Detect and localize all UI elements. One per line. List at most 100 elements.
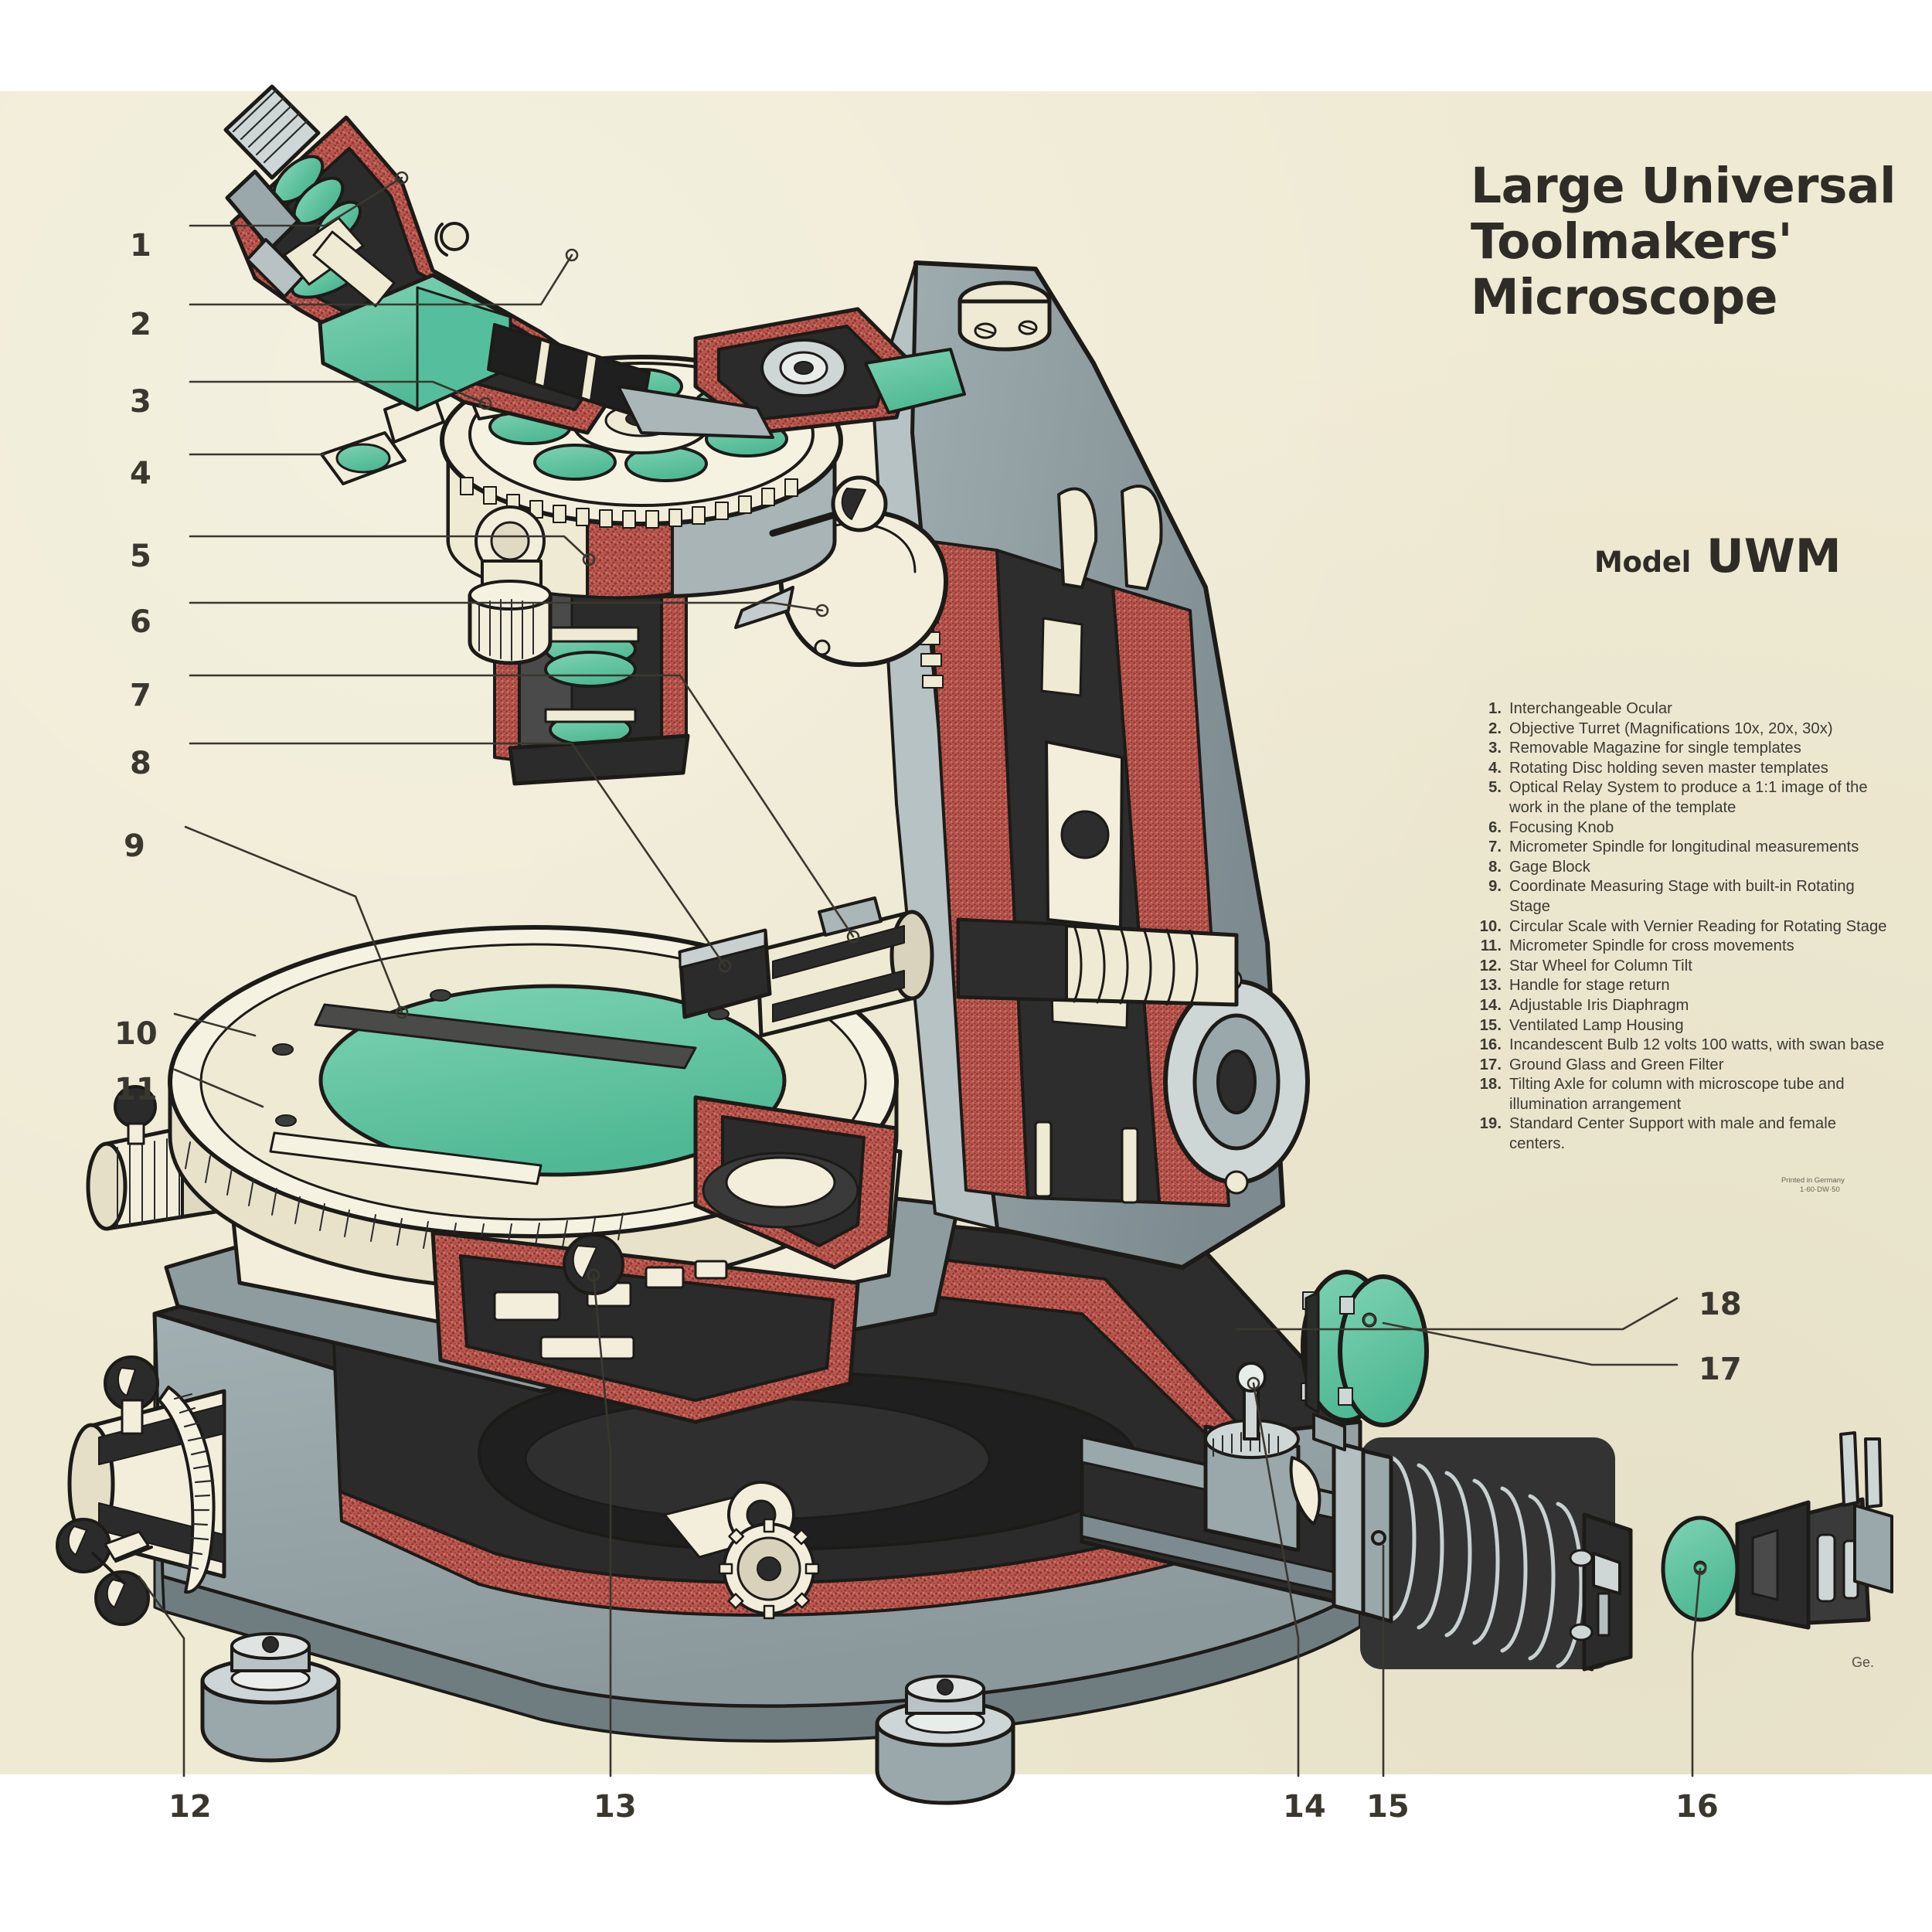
legend-item-text: Interchangeable Ocular (1509, 700, 1672, 717)
callout-number-17: 17 (1699, 1352, 1742, 1387)
legend-item-number: 13. (1479, 977, 1502, 995)
title-line-2: Toolmakers' (1471, 213, 1793, 270)
legend-item: 6.Focusing Knob (1478, 818, 1896, 838)
callout-number-16: 16 (1675, 1789, 1719, 1825)
legend-item: 11. Micrometer Spindle for cross movement… (1478, 937, 1896, 957)
legend-item-text: Micrometer Spindle for longitudinal meas… (1509, 838, 1859, 856)
callout-number-8: 8 (130, 746, 151, 781)
legend-item-number: 11. (1480, 937, 1502, 955)
callout-number-10: 10 (114, 1016, 158, 1052)
callout-number-13: 13 (594, 1789, 637, 1825)
callout-number-7: 7 (130, 678, 151, 713)
spring-assembly (956, 917, 1239, 1007)
legend-item: 17. Ground Glass and Green Filter (1478, 1056, 1896, 1076)
callout-number-3: 3 (130, 384, 151, 420)
legend-item: 16. Incandescent Bulb 12 volts 100 watts,… (1478, 1036, 1896, 1056)
longitudinal-micrometer (678, 896, 934, 1038)
legend-item: 13. Handle for stage return (1478, 976, 1896, 996)
leveling-foot-center (875, 1675, 1015, 1805)
legend-item: 8. Gage Block (1478, 858, 1896, 878)
vertical-column (872, 260, 1310, 1270)
ventilated-lamp-housing (1332, 1437, 1633, 1672)
legend-item-text: Rotating Disc holding seven master templ… (1509, 759, 1828, 777)
legend-item: 3.Removable Magazine for single template… (1478, 739, 1896, 759)
legend-item: 1. Interchangeable Ocular (1478, 699, 1896, 719)
legend-item-text: Optical Relay System to produce a 1:1 im… (1509, 779, 1868, 816)
callout-number-4: 4 (130, 456, 151, 492)
legend-item-number: 8. (1488, 858, 1502, 876)
legend-item: 18. Tilting Axle for column with microsco… (1478, 1075, 1896, 1114)
legend-item-text: Objective Turret (Magnifications 10x, 20… (1509, 719, 1833, 737)
legend-item-number: 7. (1488, 838, 1502, 856)
legend-item-text: Standard Center Support with male and fe… (1509, 1115, 1837, 1153)
single-template (320, 431, 406, 485)
legend-item-number: 1. (1488, 700, 1502, 717)
model-designation: Model UWM (1594, 529, 1842, 583)
imprint-code: 1·60·DW·50 (1800, 1185, 1840, 1194)
leveling-foot-left (200, 1632, 341, 1763)
legend-item-text: Coordinate Measuring Stage with built-in… (1509, 878, 1855, 915)
optical-head (223, 84, 774, 439)
printer-imprint: Printed in Germany 1·60·DW·50 (1781, 1176, 1897, 1195)
objective-turret (693, 307, 966, 435)
green-filter-discs (1301, 1270, 1429, 1451)
callout-number-14: 14 (1283, 1789, 1326, 1825)
legend-item-text: Gage Block (1509, 858, 1590, 876)
callout-leaders (138, 176, 1702, 1777)
legend-item-text: Adjustable Iris Diaphragm (1509, 996, 1689, 1014)
model-label: Model (1594, 546, 1692, 579)
legend-item: 12. Star Wheel for Column Tilt (1478, 957, 1896, 977)
legend-item-text: Incandescent Bulb 12 volts 100 watts, wi… (1509, 1036, 1885, 1054)
callout-number-18: 18 (1699, 1287, 1742, 1322)
legend-item: 10. Circular Scale with Vernier Reading f… (1478, 917, 1896, 937)
legend-items: 1. Interchangeable Ocular 2. Objective Turr… (1478, 699, 1896, 1155)
legend-item-number: 3. (1488, 740, 1502, 757)
legend-item-number: 5. (1488, 779, 1502, 797)
legend-item-number: 17. (1479, 1056, 1502, 1073)
callout-number-15: 15 (1366, 1789, 1410, 1825)
legend-item-text: Ventilated Lamp Housing (1509, 1016, 1684, 1034)
legend-item-text: Star Wheel for Column Tilt (1509, 957, 1692, 975)
callout-number-6: 6 (130, 604, 151, 640)
legend-item-number: 16. (1479, 1036, 1502, 1054)
legend-list: 1. Interchangeable Ocular 2. Objective Turr… (1478, 699, 1896, 1155)
legend-item: 2. Objective Turret (Magnifications 10x, … (1478, 719, 1896, 740)
legend-item-number: 2. (1488, 719, 1502, 737)
callout-leader-endpoints (395, 171, 1707, 1576)
artist-signature: Ge. (1852, 1655, 1875, 1670)
legend-item-text: Tilting Axle for column with microscope … (1509, 1076, 1845, 1113)
legend-item-text: Ground Glass and Green Filter (1509, 1056, 1724, 1073)
legend-item: 15. Ventilated Lamp Housing (1478, 1016, 1896, 1036)
legend-item: 19. Standard Center Support with male and… (1478, 1114, 1896, 1154)
page-title: Large Universal Toolmakers' Microscope (1471, 158, 1903, 325)
legend-item: 4. Rotating Disc holding seven master tem… (1478, 759, 1896, 779)
legend-item: 14. Adjustable Iris Diaphragm (1478, 996, 1896, 1016)
disc-drive-knob (468, 505, 553, 665)
stage-carriage (430, 1230, 860, 1424)
callout-number-5: 5 (130, 539, 151, 574)
callout-number-1: 1 (130, 228, 151, 264)
iris-diaphragm (1203, 1362, 1321, 1553)
title-line-3: Microscope (1471, 268, 1777, 325)
callout-number-2: 2 (130, 307, 151, 342)
legend-item-number: 14. (1479, 996, 1502, 1014)
callout-number-9: 9 (124, 828, 145, 864)
legend-item-text: Circular Scale with Vernier Reading for … (1509, 917, 1887, 935)
legend-item: 5. Optical Relay System to produce a 1:1 … (1478, 778, 1896, 818)
title-line-1: Large Universal (1471, 158, 1896, 214)
callout-number-11: 11 (114, 1072, 158, 1107)
legend-item-text: Handle for stage return (1509, 977, 1670, 995)
legend-item-text: Micrometer Spindle for cross movements (1509, 937, 1794, 955)
legend-item-number: 12. (1479, 957, 1502, 975)
legend-item-number: 19. (1479, 1115, 1502, 1133)
model-code: UWM (1706, 529, 1842, 583)
legend-item: 7. Micrometer Spindle for longitudinal me… (1478, 838, 1896, 858)
legend-item-number: 10. (1479, 917, 1502, 935)
illumination-arm (1080, 1362, 1893, 1672)
legend-item-number: 18. (1479, 1076, 1502, 1094)
cross-micrometer-and-star-wheel (56, 1355, 226, 1626)
legend-item-number: 15. (1479, 1016, 1502, 1034)
legend-item-number: 4. (1488, 759, 1502, 777)
